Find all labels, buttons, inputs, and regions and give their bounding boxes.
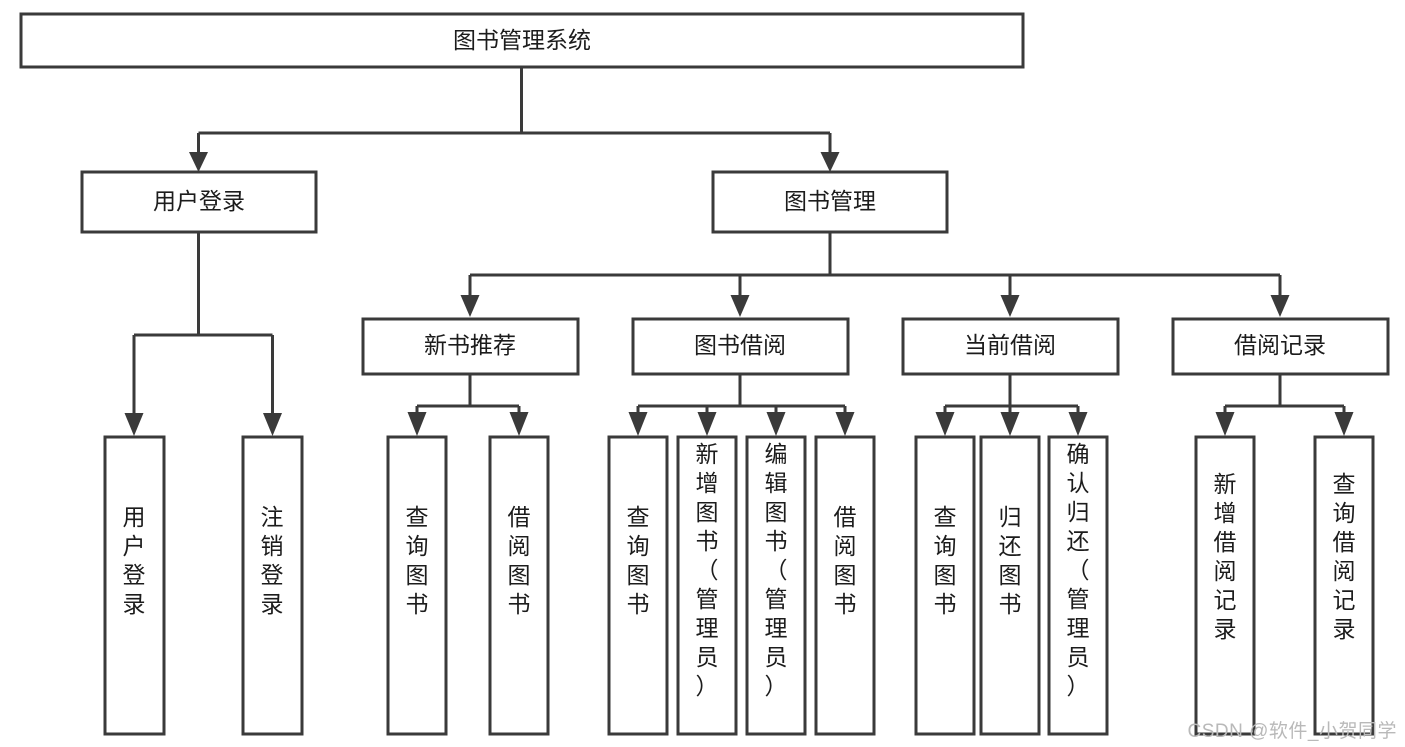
connector-borrow-record-bus	[1223, 374, 1346, 418]
node-leaf-return-book-box[interactable]	[979, 435, 1041, 736]
node-leaf-add-book[interactable]: 新增图书（管理员）	[676, 435, 738, 736]
arrow-to-leaf-user-login	[124, 413, 144, 436]
node-root[interactable]: 图书管理系统	[19, 12, 1025, 69]
node-book-manage[interactable]: 图书管理	[711, 170, 949, 234]
node-book-borrow[interactable]: 图书借阅	[631, 317, 850, 376]
arrow-to-leaf-query-book-2	[628, 412, 648, 436]
node-leaf-return-book-label: 归还图书	[999, 504, 1022, 617]
connector-layer	[124, 68, 1354, 436]
node-borrow-record-box[interactable]	[1171, 317, 1390, 376]
arrow-to-leaf-confirm-return	[1068, 412, 1088, 436]
connector-book-borrow-bus	[636, 374, 847, 418]
node-leaf-edit-book-box[interactable]	[745, 435, 807, 736]
node-leaf-borrow-book-1[interactable]: 借阅图书	[488, 435, 550, 736]
node-leaf-user-login-label: 用户登录	[123, 504, 146, 617]
node-leaf-return-book[interactable]: 归还图书	[979, 435, 1041, 736]
node-leaf-query-book-3-box[interactable]	[914, 435, 976, 736]
node-leaf-add-record[interactable]: 新增借阅记录	[1194, 435, 1256, 736]
node-new-book-rec-box[interactable]	[361, 317, 580, 376]
node-leaf-add-record-label: 新增借阅记录	[1214, 471, 1237, 642]
node-leaf-user-login[interactable]: 用户登录	[103, 435, 166, 736]
node-leaf-borrow-book-1-label: 借阅图书	[508, 504, 531, 617]
node-leaf-edit-book-label: 编辑图书（管理员）	[765, 441, 788, 699]
node-leaf-confirm-return-label: 确认归还（管理员）	[1067, 441, 1090, 699]
node-leaf-borrow-book-2[interactable]: 借阅图书	[814, 435, 876, 736]
node-book-manage-label: 图书管理	[784, 188, 876, 214]
node-new-book-rec[interactable]: 新书推荐	[361, 317, 580, 376]
node-leaf-query-book-2-box[interactable]	[607, 435, 669, 736]
arrow-to-leaf-borrow-book-1	[509, 412, 529, 436]
node-leaf-query-book-2[interactable]: 查询图书	[607, 435, 669, 736]
node-leaf-logout-box[interactable]	[241, 435, 304, 736]
node-leaf-query-book-1-label: 查询图书	[406, 504, 429, 617]
node-user-login-label: 用户登录	[153, 188, 245, 214]
node-current-borrow-box[interactable]	[901, 317, 1120, 376]
arrow-to-leaf-add-book	[697, 412, 717, 436]
node-leaf-edit-book[interactable]: 编辑图书（管理员）	[745, 435, 807, 736]
arrow-to-leaf-logout	[263, 413, 282, 436]
node-user-login-box[interactable]	[80, 170, 318, 234]
node-leaf-add-book-label: 新增图书（管理员）	[696, 441, 719, 699]
node-user-login[interactable]: 用户登录	[80, 170, 318, 234]
node-leaf-logout[interactable]: 注销登录	[241, 435, 304, 736]
arrow-to-leaf-borrow-book-2	[835, 412, 855, 436]
node-new-book-rec-label: 新书推荐	[424, 332, 516, 358]
node-leaf-query-record[interactable]: 查询借阅记录	[1313, 435, 1375, 736]
arrow-to-new-book-rec	[460, 295, 480, 317]
connector-new-book-rec-bus	[415, 374, 521, 418]
node-current-borrow[interactable]: 当前借阅	[901, 317, 1120, 376]
arrow-to-current-borrow	[1000, 295, 1020, 317]
arrow-to-leaf-query-record	[1334, 412, 1354, 436]
arrow-to-borrow-record	[1270, 295, 1290, 317]
connector-book-manage-bus	[468, 232, 1282, 298]
node-leaf-borrow-book-2-box[interactable]	[814, 435, 876, 736]
arrow-to-user-login	[189, 152, 208, 172]
node-book-borrow-label: 图书借阅	[694, 332, 786, 358]
node-leaf-query-record-label: 查询借阅记录	[1333, 471, 1356, 642]
node-leaf-query-book-2-label: 查询图书	[627, 504, 650, 617]
node-leaf-confirm-return[interactable]: 确认归还（管理员）	[1047, 435, 1109, 736]
watermark: CSDN @软件_小贺同学	[1187, 721, 1397, 742]
connector-current-borrow-bus	[943, 374, 1080, 418]
node-leaf-borrow-book-1-box[interactable]	[488, 435, 550, 736]
arrow-to-leaf-return-book	[1000, 412, 1020, 436]
arrow-to-leaf-query-book-1	[407, 412, 427, 436]
arrow-to-book-manage	[820, 152, 840, 172]
node-leaf-query-book-1[interactable]: 查询图书	[386, 435, 448, 736]
node-leaf-add-record-box[interactable]	[1194, 435, 1256, 736]
node-root-box[interactable]	[19, 12, 1025, 69]
node-leaf-logout-label: 注销登录	[261, 504, 284, 617]
node-borrow-record[interactable]: 借阅记录	[1171, 317, 1390, 376]
connector-root-bus	[197, 68, 832, 155]
node-leaf-query-record-box[interactable]	[1313, 435, 1375, 736]
connector-user-login-bus	[132, 232, 274, 418]
node-leaf-confirm-return-box[interactable]	[1047, 435, 1109, 736]
node-current-borrow-label: 当前借阅	[964, 332, 1056, 358]
node-leaf-add-book-box[interactable]	[676, 435, 738, 736]
arrow-to-leaf-add-record	[1215, 412, 1235, 436]
arrow-to-book-borrow	[730, 295, 750, 317]
node-leaf-user-login-box[interactable]	[103, 435, 166, 736]
node-borrow-record-label: 借阅记录	[1234, 332, 1326, 358]
arrow-to-leaf-query-book-3	[935, 412, 955, 436]
node-leaf-query-book-3[interactable]: 查询图书	[914, 435, 976, 736]
arrow-to-leaf-edit-book	[766, 412, 786, 436]
node-root-label: 图书管理系统	[453, 27, 591, 53]
node-leaf-query-book-1-box[interactable]	[386, 435, 448, 736]
node-book-borrow-box[interactable]	[631, 317, 850, 376]
node-book-manage-box[interactable]	[711, 170, 949, 234]
node-leaf-borrow-book-2-label: 借阅图书	[834, 504, 857, 617]
node-leaf-query-book-3-label: 查询图书	[934, 504, 957, 617]
